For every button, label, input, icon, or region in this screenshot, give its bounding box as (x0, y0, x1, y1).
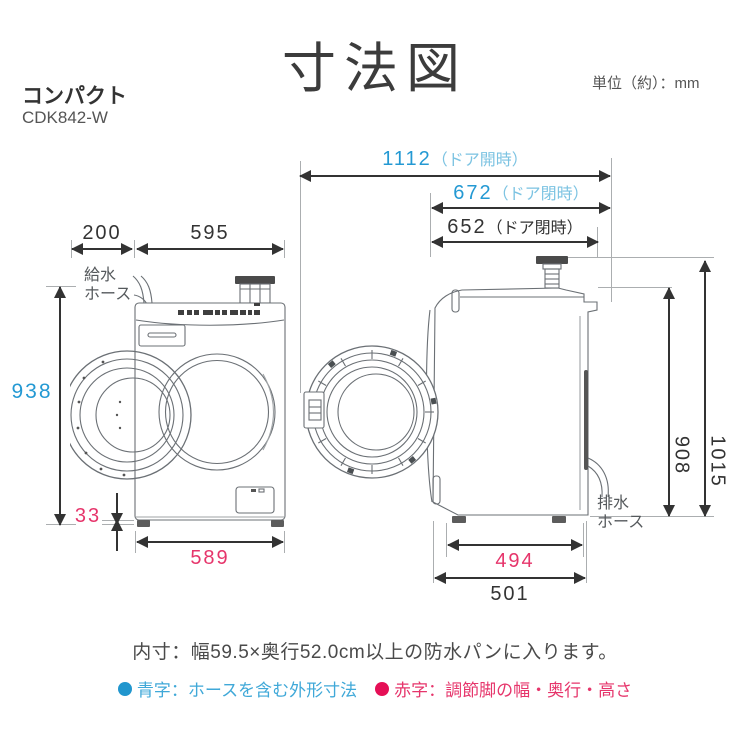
dim-938-label: 938 (11, 380, 53, 403)
drain-hose-drawing (587, 457, 609, 498)
side-view-drawing (303, 256, 609, 523)
extension-line (135, 531, 136, 553)
open-door-drawing (70, 350, 192, 480)
inner-dimension-note: 内寸：幅59.5×奥行52.0cm以上の防水パンに入ります。 (132, 642, 618, 663)
control-panel-buttons (178, 303, 260, 315)
dim-501-arrow (434, 572, 586, 584)
side-door-ring (303, 345, 439, 479)
dim-1015-arrow (699, 260, 711, 517)
supply-hose-label: 給水 ホース (84, 267, 132, 304)
dim-494-arrow (447, 539, 583, 551)
extension-line (611, 158, 612, 302)
access-panel (235, 486, 275, 514)
dim-1112-arrow (299, 170, 611, 182)
dim-908-arrow (663, 287, 675, 517)
dim-589-arrow (136, 536, 284, 548)
front-body (134, 302, 286, 521)
extension-line (598, 287, 672, 288)
page-title: 寸法図 (282, 39, 468, 99)
model-number: CDK842-W (22, 108, 108, 127)
water-inlet-drawing (235, 276, 275, 304)
legend-red: 赤字：調節脚の幅・奥行・高さ (375, 676, 632, 701)
dim-200-label: 200 (82, 222, 122, 244)
front-feet (137, 520, 284, 527)
detergent-drawer (138, 324, 186, 347)
dim-200-arrow (71, 243, 133, 255)
extension-line (433, 521, 434, 583)
dim-33-label: 33 (74, 505, 102, 527)
extension-line (583, 523, 584, 557)
dim-33-arrow-top (111, 493, 123, 525)
legend-red-dot (375, 681, 390, 696)
dim-1112-label: 1112（ドア開時） (382, 148, 528, 170)
dim-589-label: 589 (190, 547, 230, 569)
dim-938-arrow (54, 286, 66, 526)
unit-note: 単位（約）：mm (592, 75, 700, 92)
product-type: コンパクト (22, 85, 127, 108)
front-view-drawing (70, 275, 286, 527)
extension-line (300, 161, 301, 393)
extension-line (134, 240, 135, 258)
extension-line (568, 257, 714, 258)
faucet-drawing (536, 256, 568, 289)
extension-line (586, 521, 587, 583)
extension-line (284, 531, 285, 553)
dim-494-label: 494 (495, 550, 535, 572)
dim-908-label: 908 (670, 435, 693, 476)
dim-1015-label: 1015 (706, 435, 729, 488)
dim-672-label: 672（ドア閉時） (453, 182, 589, 204)
dim-672-arrow (431, 202, 611, 214)
door-latch (303, 391, 325, 429)
side-feet (452, 516, 566, 523)
supply-hose-drawing (132, 275, 153, 305)
dim-652-arrow (431, 236, 599, 248)
legend: 青字：ホースを含む外形寸法 赤字：調節脚の幅・奥行・高さ (0, 676, 750, 701)
porthole-drawing (158, 353, 276, 471)
dim-595-arrow (136, 243, 284, 255)
dim-33-arrow-bottom (111, 519, 123, 551)
extension-line (446, 523, 447, 557)
extension-line (430, 193, 431, 257)
drain-hose-label: 排水 ホース (597, 495, 645, 532)
extension-line (284, 240, 285, 258)
extension-line (590, 516, 714, 517)
dim-652-label: 652（ドア閉時） (447, 216, 583, 238)
legend-blue-dot (117, 681, 132, 696)
side-body (432, 287, 598, 516)
dim-501-label: 501 (490, 583, 530, 605)
dim-595-label: 595 (190, 222, 230, 244)
legend-blue: 青字：ホースを含む外形寸法 (117, 676, 357, 701)
